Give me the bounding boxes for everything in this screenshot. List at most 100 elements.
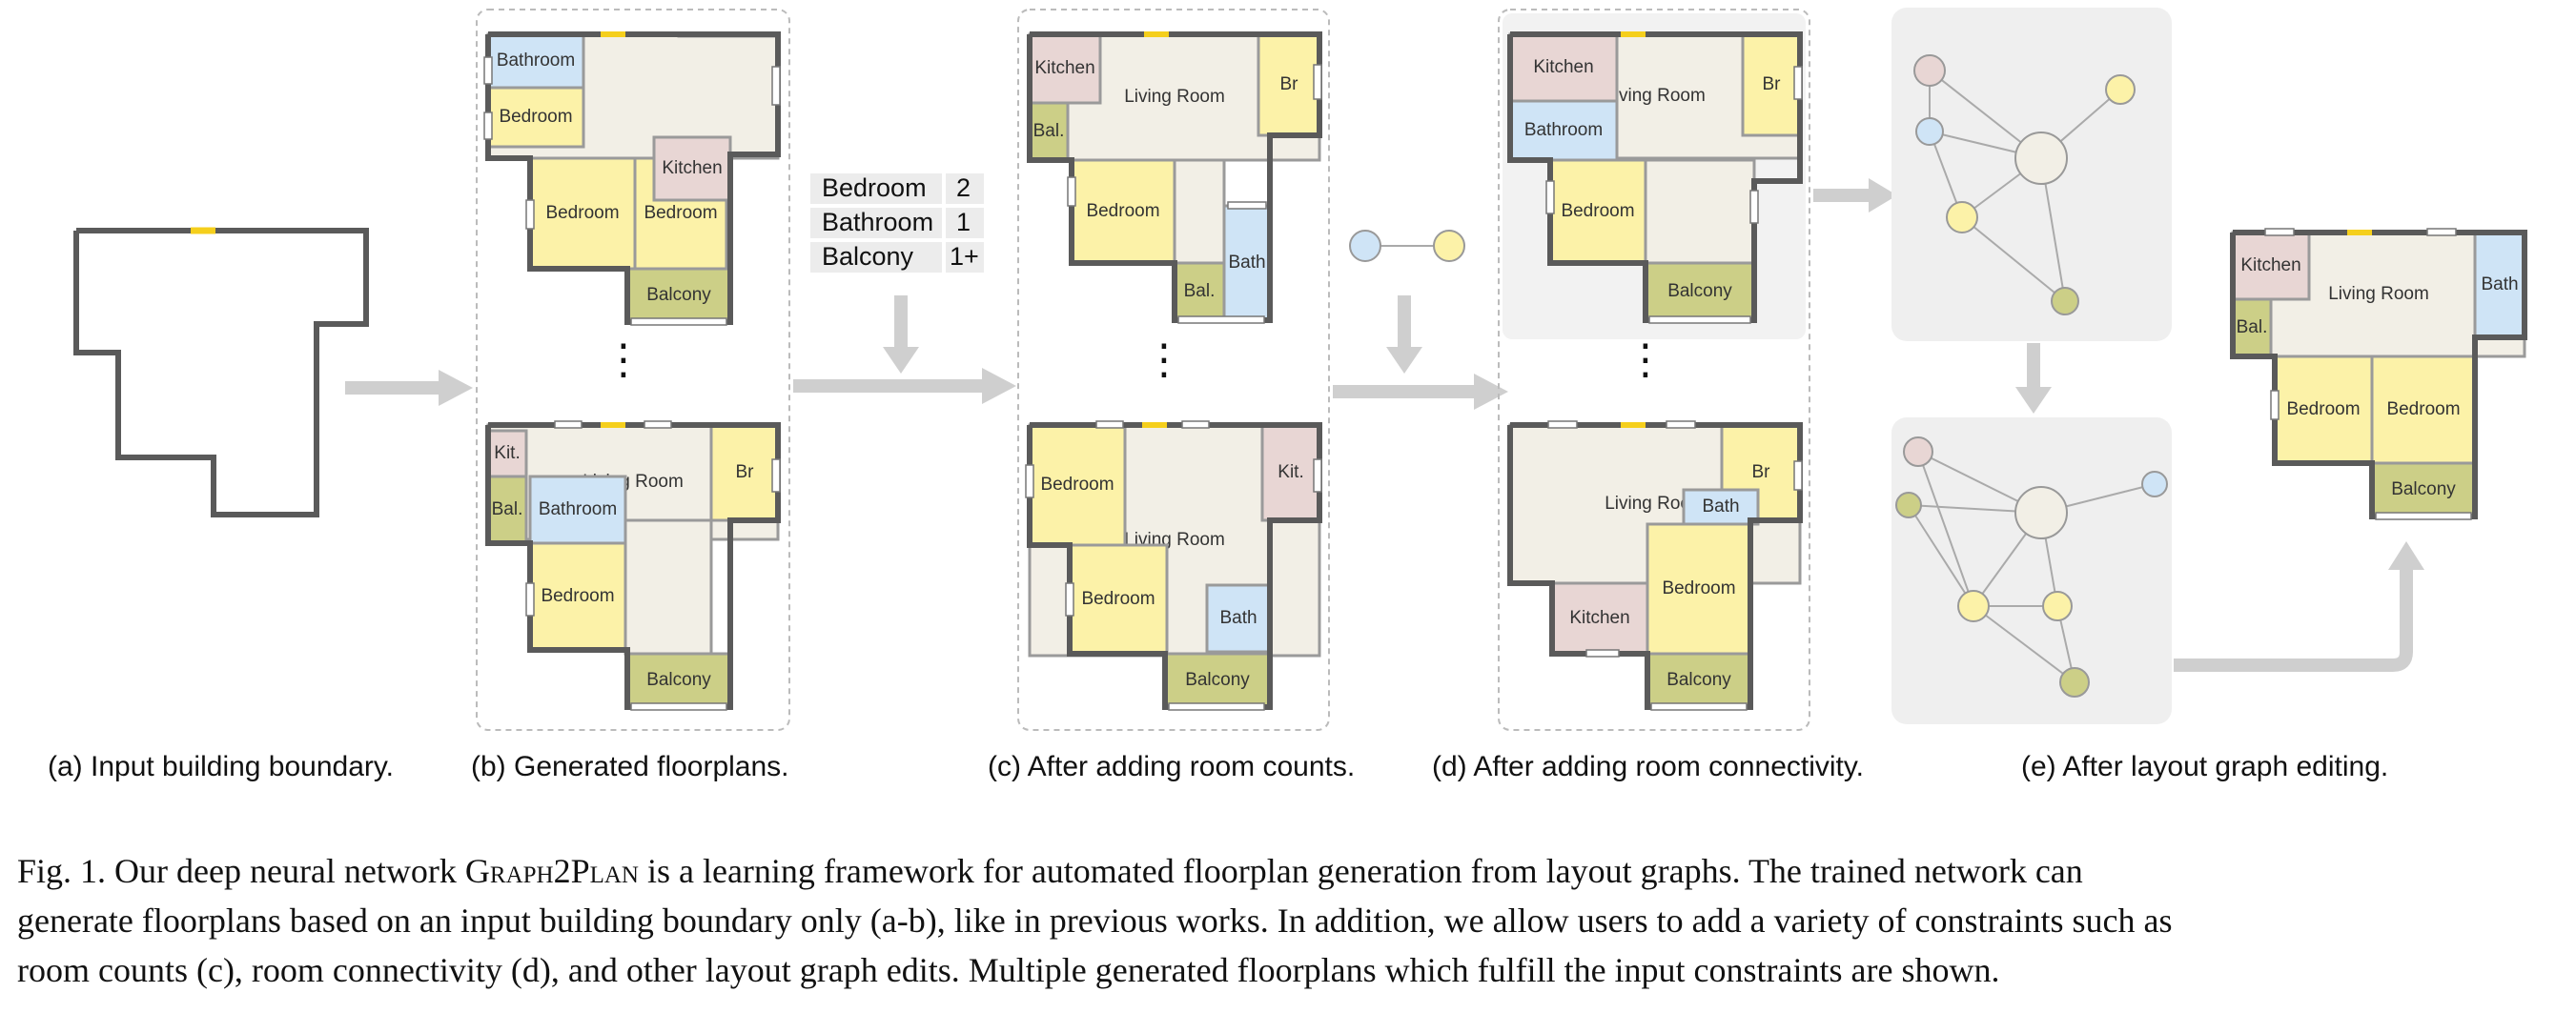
- graph-node-bedroom: [2105, 74, 2136, 105]
- entrance: [1144, 31, 1169, 37]
- caption-a: (a) Input building boundary.: [48, 751, 395, 782]
- ellipsis: ⋮: [603, 335, 644, 384]
- room-label: Bedroom: [644, 203, 717, 223]
- room-kitchen: [486, 429, 528, 478]
- caption-b: (b) Generated floorplans.: [471, 751, 789, 782]
- room-label: Bedroom: [541, 586, 614, 606]
- graph-node-balcony: [2059, 667, 2090, 698]
- table-label: Balcony: [822, 242, 914, 271]
- window: [1585, 649, 1620, 658]
- layout-graph-top: [1913, 54, 2136, 315]
- room-label: Bal.: [492, 499, 523, 519]
- graph-node-bathroom: [1915, 117, 1944, 146]
- table-value: 2: [956, 173, 971, 202]
- room-bathroom: [2473, 231, 2526, 339]
- window: [1793, 460, 1803, 491]
- window: [554, 420, 583, 429]
- graph-node-bedroom: [1957, 590, 1990, 622]
- room-label: Bedroom: [1662, 578, 1735, 598]
- method-name: Graph2Plan: [464, 852, 639, 890]
- room-label: Br: [1280, 74, 1299, 94]
- room-label: Kitchen: [2240, 255, 2300, 275]
- room-label: Kit.: [1278, 462, 1303, 482]
- caption-line2: generate floorplans based on an input bu…: [17, 902, 2173, 940]
- graph-node-bathroom: [2141, 471, 2168, 497]
- room-label: Bedroom: [2286, 399, 2360, 419]
- graph-node-living: [2014, 132, 2068, 185]
- entrance: [1621, 422, 1646, 428]
- panel-c-box: [1017, 9, 1330, 731]
- figure-caption: Fig. 1. Our deep neural network Graph2Pl…: [17, 846, 2563, 995]
- room-label: Bedroom: [545, 203, 619, 223]
- room-bathroom: [1205, 583, 1272, 654]
- room-living: [624, 518, 713, 656]
- wall: [1507, 31, 1803, 323]
- connectivity-pair: [1349, 230, 1465, 262]
- window: [1650, 702, 1748, 711]
- entrance: [601, 31, 625, 37]
- graph-box-bottom: [1891, 417, 2172, 724]
- room-label: Kitchen: [1533, 57, 1593, 77]
- room-living: [1644, 158, 1756, 265]
- window: [771, 66, 781, 106]
- window: [1095, 420, 1124, 429]
- window: [2426, 228, 2457, 236]
- window: [1749, 190, 1759, 224]
- room-label: Bath: [1702, 496, 1739, 517]
- window: [525, 582, 535, 617]
- wall: [485, 31, 781, 325]
- window: [2270, 390, 2280, 420]
- entrance: [1142, 422, 1167, 428]
- window: [1666, 420, 1696, 429]
- window: [483, 111, 493, 140]
- room-label: Bath: [1228, 253, 1265, 273]
- room-bedroom: [528, 541, 627, 652]
- room-label: Balcony: [1667, 281, 1732, 301]
- room-bathroom: [1682, 488, 1760, 526]
- room-label: Bedroom: [2386, 399, 2460, 419]
- window: [1313, 64, 1322, 100]
- room-label: Kit.: [494, 443, 520, 463]
- graph-node-bedroom: [2042, 591, 2073, 621]
- room-label: Balcony: [1666, 670, 1731, 690]
- window: [1547, 420, 1578, 429]
- room-label: Bathroom: [1524, 120, 1603, 140]
- entrance: [601, 422, 625, 428]
- room-balcony: [1646, 652, 1752, 709]
- window: [1065, 582, 1074, 617]
- graph-node-living: [2014, 486, 2068, 539]
- room-bedroom: [2273, 355, 2374, 465]
- room-label: Bedroom: [1561, 201, 1634, 221]
- room-bedroom: [1028, 423, 1127, 547]
- room-label: Balcony: [2391, 479, 2456, 499]
- room-bedroom: [709, 423, 780, 522]
- room-balcony: [486, 475, 528, 545]
- room-label: Balcony: [646, 285, 711, 305]
- graph-node-bedroom: [1946, 201, 1978, 233]
- input-boundary: [73, 227, 369, 517]
- room-label: Bathroom: [539, 499, 617, 519]
- room-kitchen: [1028, 32, 1102, 105]
- room-label: Bal.: [1033, 121, 1065, 141]
- room-bathroom: [1508, 99, 1619, 162]
- window: [630, 317, 727, 326]
- window: [1227, 201, 1267, 210]
- layout-graphs: [1895, 54, 2168, 698]
- window: [2375, 512, 2472, 520]
- window: [644, 420, 672, 429]
- window: [1545, 180, 1555, 214]
- room-living: [1173, 158, 1226, 265]
- window: [771, 458, 781, 493]
- room-bedroom: [528, 156, 637, 271]
- room-kitchen: [652, 135, 732, 202]
- room-kitchen: [1260, 423, 1321, 522]
- entrance: [1621, 31, 1646, 37]
- room-label: Living Room: [2328, 284, 2429, 304]
- window: [483, 56, 493, 85]
